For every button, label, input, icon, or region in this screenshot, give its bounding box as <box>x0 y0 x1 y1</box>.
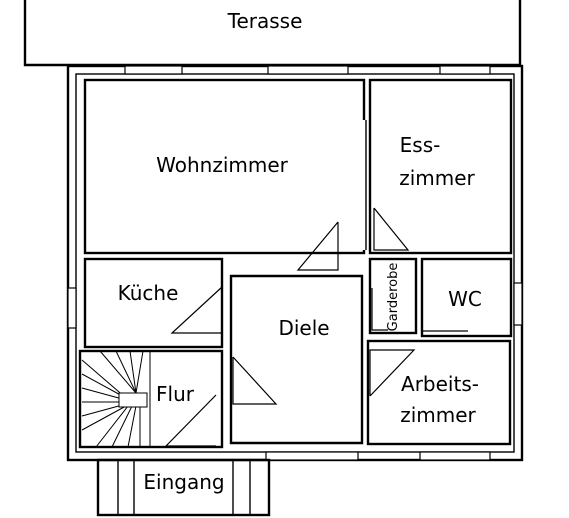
door-wohnzimmer <box>296 221 339 271</box>
door-diele <box>232 356 278 405</box>
door-esszimmer <box>373 207 410 251</box>
window-left <box>67 287 77 329</box>
door-arbeitszimmer <box>369 349 416 397</box>
room-diele <box>229 274 364 445</box>
door-wc <box>421 276 468 332</box>
wc-label: WC <box>448 287 482 311</box>
staircase <box>81 350 151 448</box>
garderobe-label: Garderobe <box>386 263 401 332</box>
room-garderobe <box>368 257 418 335</box>
room-esszimmer <box>368 78 513 255</box>
terrace-label: Terasse <box>227 9 303 33</box>
wohnzimmer-label: Wohnzimmer <box>156 153 289 177</box>
arbeitszimmer-label-1: Arbeits- <box>401 372 479 396</box>
window-bottom-1 <box>265 451 359 461</box>
diele-label: Diele <box>278 316 329 340</box>
door-flur <box>164 394 217 447</box>
arbeitszimmer-label-2: zimmer <box>400 403 476 427</box>
room-kueche <box>83 257 224 349</box>
window-top-3 <box>439 65 491 75</box>
window-bottom-2 <box>419 451 491 461</box>
esszimmer-label-1: Ess- <box>400 133 441 157</box>
kueche-label: Küche <box>118 281 179 305</box>
entrance-outline <box>96 458 271 517</box>
room-arbeitszimmer <box>366 339 512 446</box>
door-kueche <box>170 286 223 334</box>
window-right <box>513 282 523 326</box>
door-garderobe <box>371 288 388 331</box>
esszimmer-label-2: zimmer <box>399 166 475 190</box>
window-top-1 <box>124 65 183 75</box>
eingang-label: Eingang <box>143 470 224 494</box>
flur-label: Flur <box>156 382 195 406</box>
window-top-2 <box>267 65 349 75</box>
room-flur <box>78 349 224 449</box>
